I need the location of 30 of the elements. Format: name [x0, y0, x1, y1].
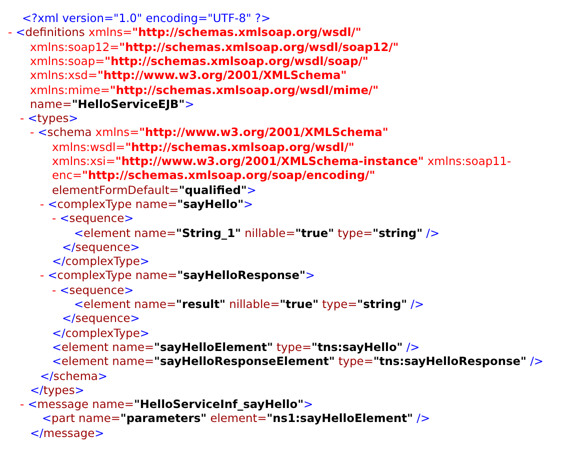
code-line: xmlns:soap12="http://schemas.xmlsoap.org/wsdl/soap12/": [30, 40, 399, 54]
code-line: <element name="String_1" nillable="true" type="string" />: [74, 226, 440, 240]
code-line: <element name="sayHelloElement" type="tns:sayHello" />: [52, 340, 420, 354]
code-line: xmlns:wsdl="http://schemas.xmlsoap.org/wsdl/": [52, 140, 354, 154]
code-line: - <complexType name="sayHello">: [40, 198, 254, 211]
code-line: enc="http://schemas.xmlsoap.org/soap/encoding/": [52, 169, 376, 182]
code-line: <element name="result" nillable="true" type="string" />: [74, 298, 424, 311]
code-line: </schema>: [40, 370, 108, 382]
code-line: </types>: [30, 384, 84, 397]
code-line: - <message name="HelloServiceInf_sayHello">: [20, 398, 314, 412]
code-line: xmlns:xsi="http://www.w3.org/2001/XMLSchema-instance" xmlns:soap11-: [52, 155, 512, 168]
code-line: - <sequence>: [52, 284, 134, 297]
code-line: <part name="parameters" element="ns1:sayHelloElement" />: [42, 412, 430, 426]
code-line: xmlns:xsd="http://www.w3.org/2001/XMLSchema": [30, 69, 347, 82]
code-line: xmlns:mime="http://schemas.xmlsoap.org/wsdl/mime/": [30, 84, 379, 96]
code-line: - <complexType name="sayHelloResponse">: [40, 269, 315, 282]
code-line: - <schema xmlns="http://www.w3.org/2001/XMLSchema": [30, 126, 388, 140]
code-line: - <sequence>: [52, 212, 134, 226]
code-line: elementFormDefault="qualified">: [52, 184, 256, 197]
code-line: - <definitions xmlns="http://schemas.xmlsoap.org/wsdl/": [8, 26, 362, 40]
code-line: name="HelloServiceEJB">: [30, 98, 194, 111]
code-line: </complexType>: [52, 326, 150, 340]
code-line: - <types>: [20, 112, 78, 126]
code-line: <?xml version="1.0" encoding="UTF-8" ?>: [22, 12, 270, 25]
code-line: </sequence>: [62, 240, 140, 254]
code-line: </message>: [30, 426, 104, 440]
code-line: </sequence>: [62, 312, 140, 326]
code-line: </complexType>: [52, 255, 150, 268]
code-line: <element name="sayHelloResponseElement" type="tns:sayHelloResponse" />: [52, 355, 544, 368]
code-line: xmlns:soap="http://schemas.xmlsoap.org/wsdl/soap/": [30, 54, 368, 68]
